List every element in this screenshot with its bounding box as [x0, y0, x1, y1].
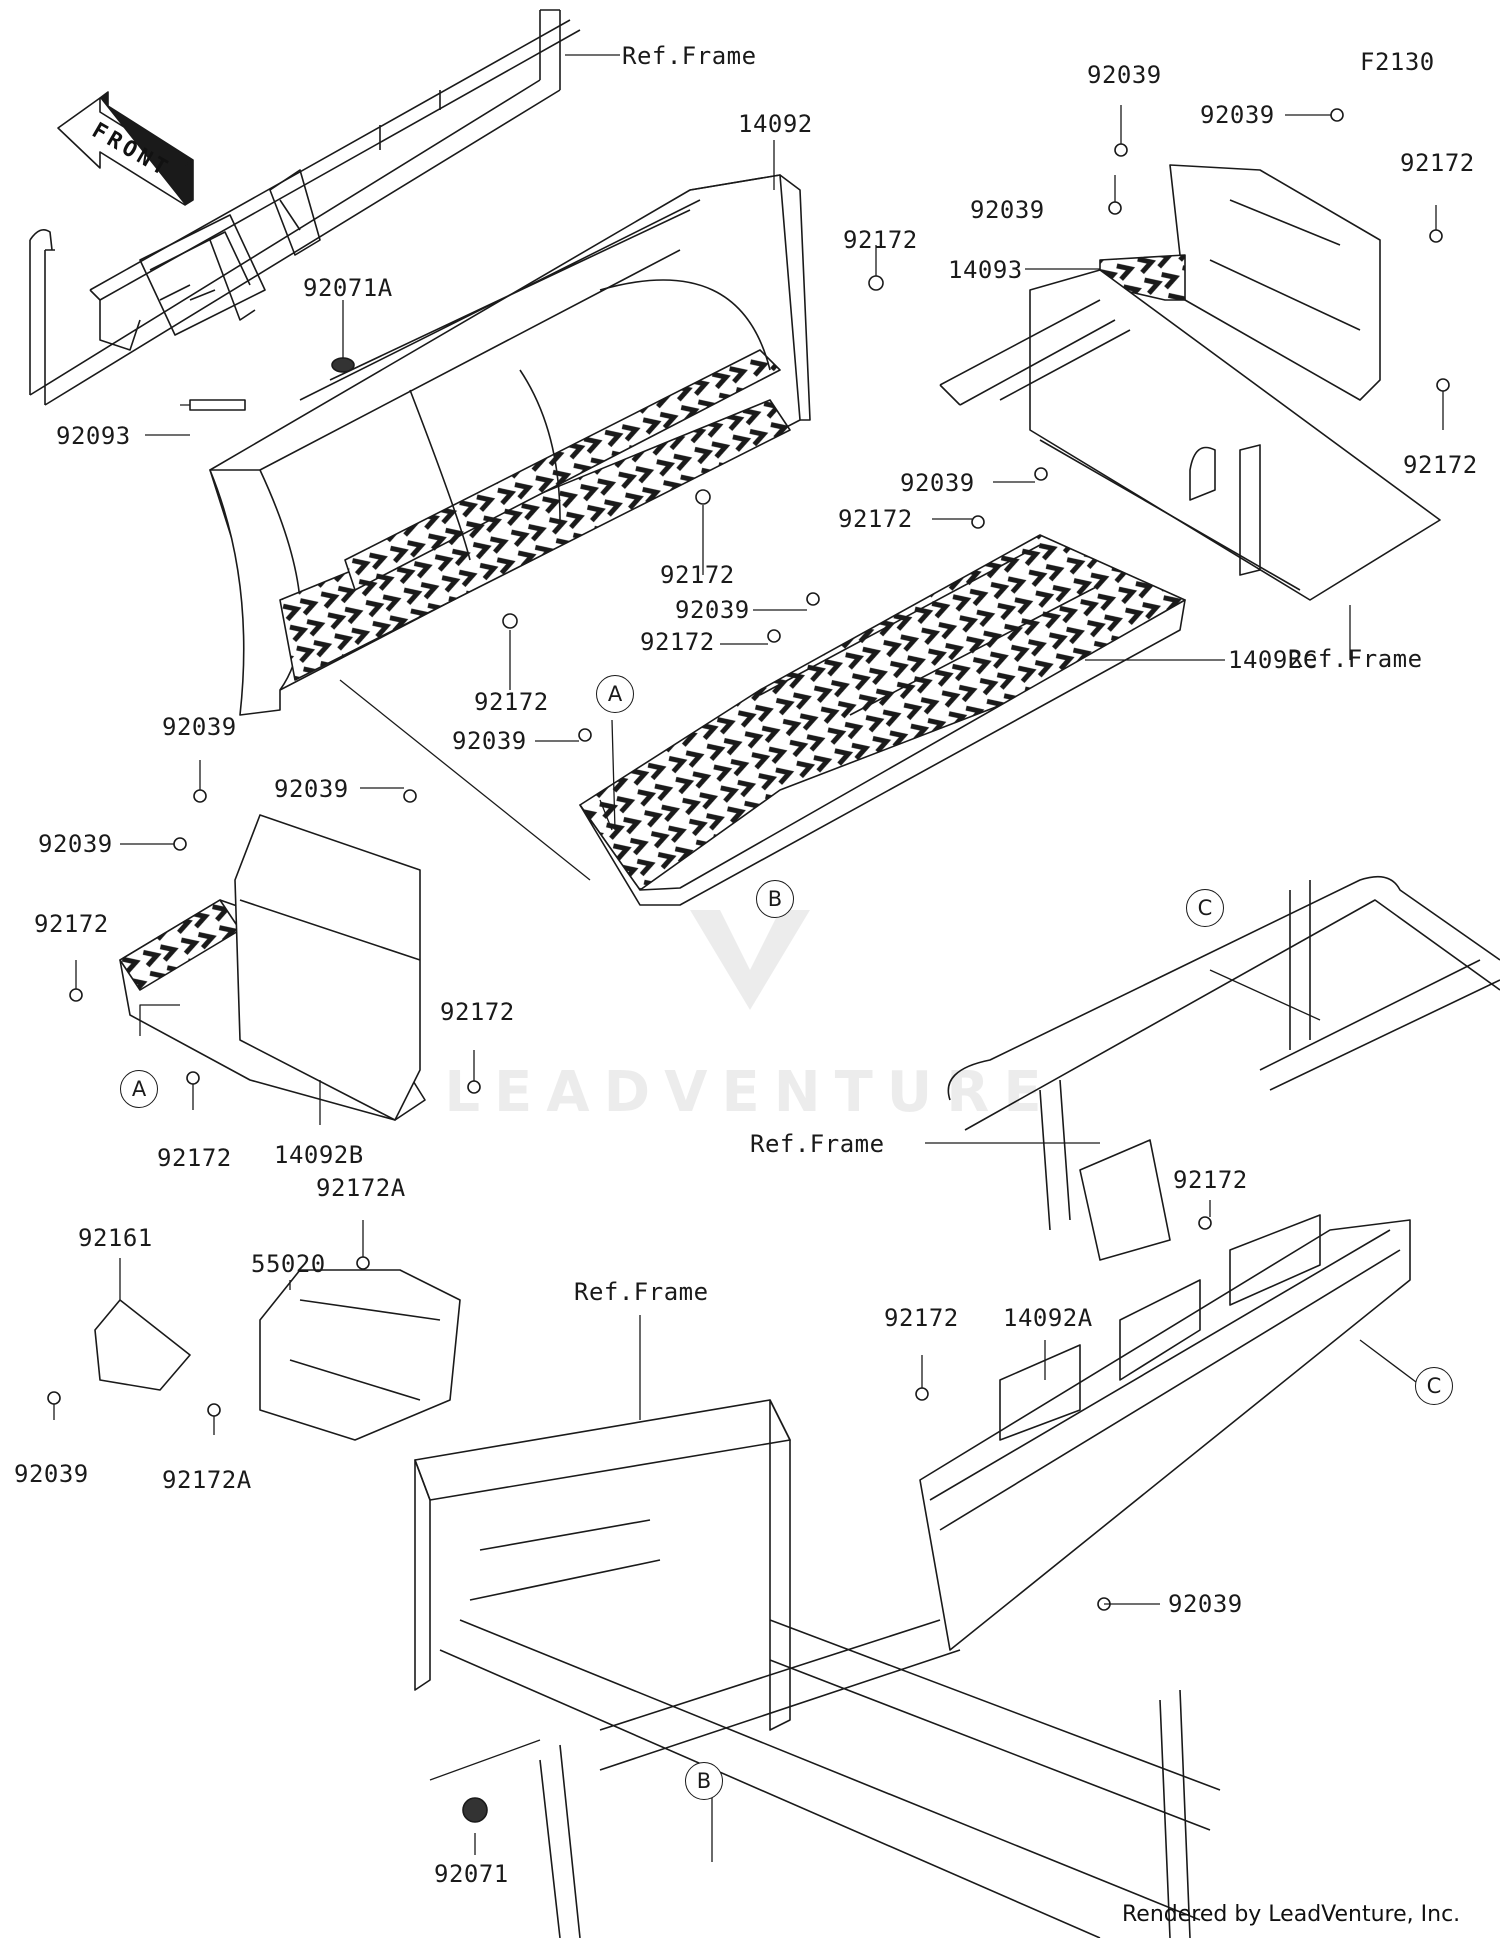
part-label: Ref.Frame — [574, 1278, 709, 1306]
part-label: 14092 — [738, 110, 813, 138]
part-label: 92093 — [56, 422, 131, 450]
part-label: 92172A — [316, 1174, 406, 1202]
floor-panel-14092 — [209, 174, 811, 716]
part-label: Ref.Frame — [1288, 645, 1423, 673]
grommet-92071A — [331, 357, 355, 373]
front-arrow-icon — [57, 91, 194, 206]
watermark-text: LEADVENTURE — [444, 1060, 1056, 1125]
ref-marker-c: C — [1186, 889, 1224, 927]
part-label: 92039 — [1087, 61, 1162, 89]
part-label: 92172 — [884, 1304, 959, 1332]
leadventure-logo-icon — [690, 910, 810, 1010]
ref-frame-top-left — [29, 9, 581, 406]
ref-marker-b: B — [685, 1762, 723, 1800]
part-label: Ref.Frame — [750, 1130, 885, 1158]
part-label: Ref.Frame — [622, 42, 757, 70]
part-label: 92172 — [474, 688, 549, 716]
panel-14092B — [119, 814, 426, 1121]
part-label: 55020 — [251, 1250, 326, 1278]
part-label: 92039 — [14, 1460, 89, 1488]
diagram-code: F2130 — [1360, 48, 1435, 76]
part-label: 14093 — [948, 256, 1023, 284]
part-label: 92172 — [157, 1144, 232, 1172]
part-label: 92071 — [434, 1860, 509, 1888]
ref-frame-rops — [947, 875, 1500, 1261]
part-label: 92039 — [1200, 101, 1275, 129]
part-label: 92172 — [838, 505, 913, 533]
part-label: 14092C — [1228, 646, 1318, 674]
part-label: 92039 — [675, 596, 750, 624]
part-label: 92172 — [1173, 1166, 1248, 1194]
ref-marker-b: B — [756, 880, 794, 918]
ref-frame-chassis — [414, 1399, 1221, 1938]
part-label: 92172 — [440, 998, 515, 1026]
ref-frame-top-right — [939, 269, 1441, 601]
part-label: 92161 — [78, 1224, 153, 1252]
part-label: 14092A — [1003, 1304, 1093, 1332]
leader-lines — [53, 54, 1444, 1862]
part-label: 92039 — [970, 196, 1045, 224]
credit-text: Rendered by LeadVenture, Inc. — [1122, 1902, 1461, 1927]
guard-55020 — [259, 1269, 461, 1441]
floor-mat-14092C — [579, 534, 1186, 906]
part-label: 92172 — [1400, 149, 1475, 177]
ref-marker-a: A — [596, 675, 634, 713]
part-label: 92172 — [640, 628, 715, 656]
panel-14092A — [919, 1214, 1411, 1651]
part-label: 92172 — [34, 910, 109, 938]
part-label: 92039 — [162, 713, 237, 741]
part-label: 92172 — [843, 226, 918, 254]
part-label: 92039 — [274, 775, 349, 803]
part-label: 92172 — [660, 561, 735, 589]
part-label: 92172 — [1403, 451, 1478, 479]
grommet-92071 — [462, 1797, 488, 1823]
part-label: 92172A — [162, 1466, 252, 1494]
part-label: 92071A — [303, 274, 393, 302]
ref-marker-c: C — [1415, 1367, 1453, 1405]
part-label: 92039 — [900, 469, 975, 497]
part-label: 92039 — [452, 727, 527, 755]
strip-92093 — [189, 399, 246, 411]
part-label: 92039 — [1168, 1590, 1243, 1618]
part-label: 14092B — [274, 1141, 364, 1169]
guard-92161 — [94, 1299, 191, 1391]
ref-marker-a: A — [120, 1070, 158, 1108]
part-label: 92039 — [38, 830, 113, 858]
fasteners — [47, 108, 1450, 1611]
